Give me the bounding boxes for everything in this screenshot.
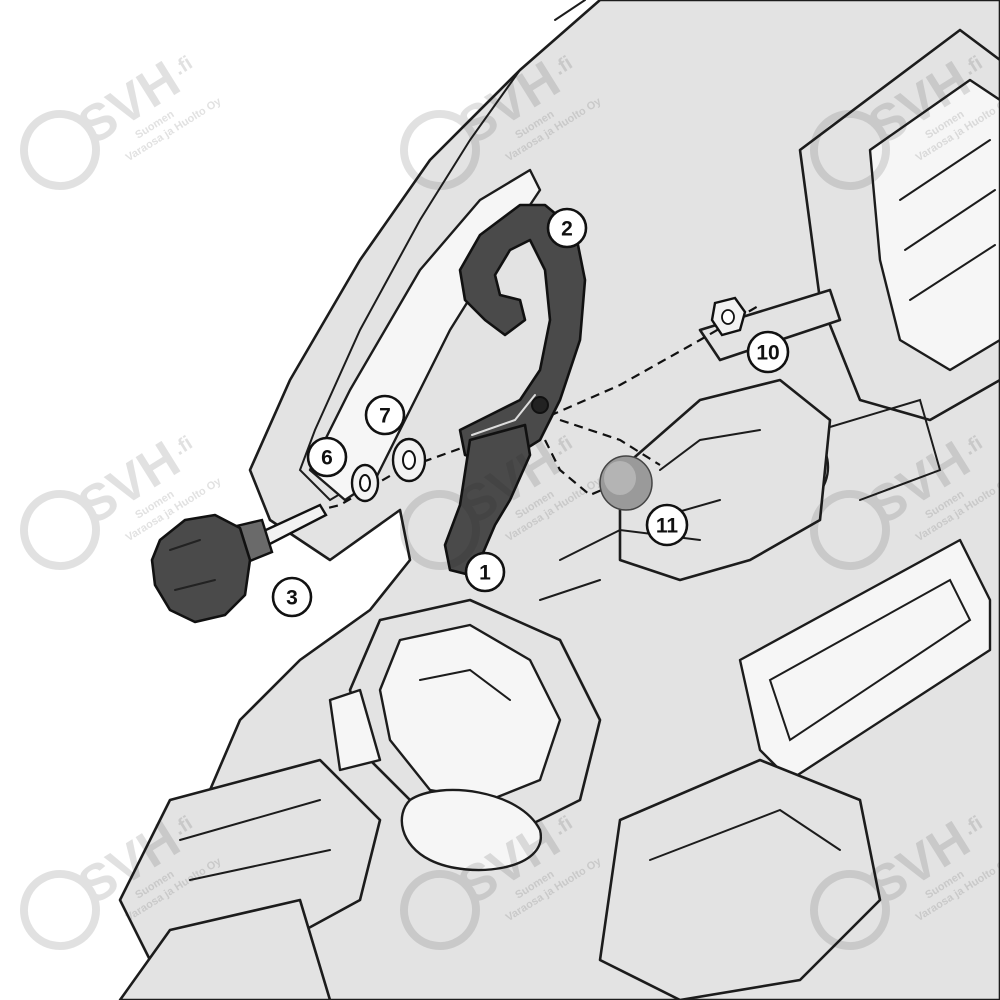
callout-6-label: 6 <box>321 447 333 470</box>
callout-7: 7 <box>364 394 406 436</box>
callout-11: 11 <box>645 503 689 547</box>
rubber-pad-part <box>599 455 653 511</box>
callout-1: 1 <box>464 551 506 593</box>
hook-bracket-part <box>458 203 587 467</box>
flat-washer-part <box>391 437 427 483</box>
callout-11-label: 11 <box>656 515 679 538</box>
watermark-ring-icon <box>400 870 480 950</box>
watermark-ring-icon <box>400 110 480 190</box>
callout-3-label: 3 <box>286 587 298 610</box>
callout-6: 6 <box>306 436 348 478</box>
callout-3: 3 <box>271 576 313 618</box>
watermark-ring-icon <box>20 870 100 950</box>
watermark-ring-icon <box>810 490 890 570</box>
knob-bolt-part <box>150 503 328 624</box>
hex-nut-part <box>710 296 747 337</box>
callout-2-label: 2 <box>561 218 573 241</box>
watermark-ring-icon <box>810 110 890 190</box>
watermark-ring-icon <box>20 110 100 190</box>
callout-10-label: 10 <box>756 342 779 365</box>
callout-2: 2 <box>546 207 588 249</box>
lock-washer-part <box>350 463 380 503</box>
bolt-axis-line <box>299 304 761 517</box>
watermark-ring-icon <box>810 870 890 950</box>
callout-7-label: 7 <box>379 405 391 428</box>
watermark-ring-icon <box>20 490 100 570</box>
watermark-ring-icon <box>400 490 480 570</box>
pad-axis-line <box>559 418 661 466</box>
callout-1-label: 1 <box>479 562 491 585</box>
callout-10: 10 <box>746 330 790 374</box>
